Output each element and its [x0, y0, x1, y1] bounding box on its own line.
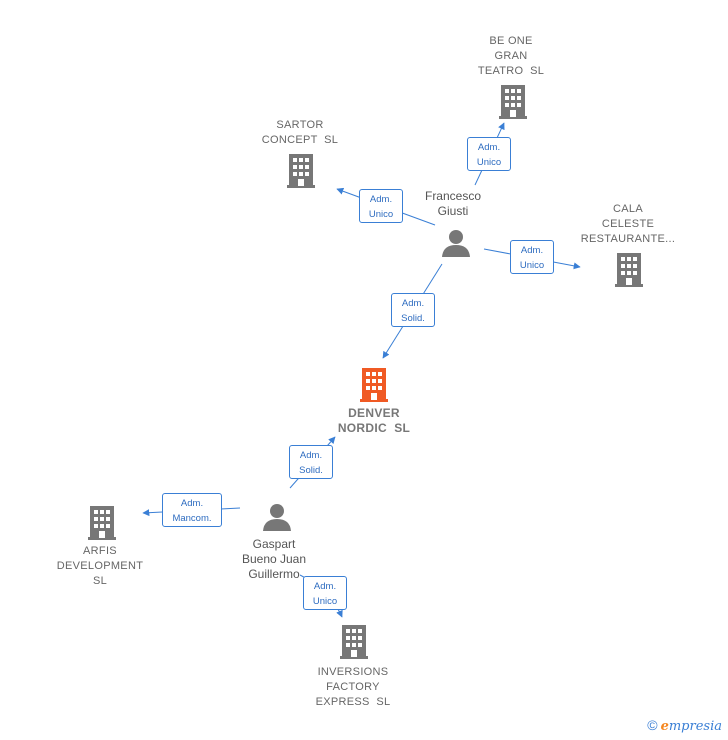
edge-role-line: Adm.: [369, 194, 393, 205]
edge-role-line: Adm.: [401, 298, 425, 309]
brand-watermark: ©empresia: [647, 717, 722, 734]
company-name-line: NORDIC SL: [337, 421, 411, 435]
person-name-line: Giusti: [437, 204, 469, 218]
edge-role-line: Adm.: [313, 581, 337, 592]
brand-logo-text: mpresia: [668, 719, 722, 734]
edge-role-line: Solid.: [401, 313, 425, 324]
edge-role-francesco-cala[interactable]: Adm. Unico: [510, 240, 554, 274]
person-name-line: Francesco: [424, 189, 482, 203]
company-name-line: CONCEPT SL: [261, 134, 339, 146]
edge-role-line: Mancom.: [172, 513, 212, 524]
edge-role-gaspart-arfis[interactable]: Adm. Mancom.: [162, 493, 222, 527]
edge-role-line: Unico: [312, 596, 338, 607]
edge-role-francesco-denver[interactable]: Adm. Solid.: [391, 293, 435, 327]
brand-logo-e: e: [660, 719, 669, 734]
edge-role-line: Adm.: [180, 498, 204, 509]
company-label-cala[interactable]: CALA CELESTE RESTAURANTE...: [568, 202, 688, 247]
company-name-line: SARTOR: [276, 119, 324, 131]
company-name-line: SL: [92, 575, 108, 587]
building-icon-denver[interactable]: [360, 368, 388, 402]
company-name-line: GRAN: [494, 50, 528, 62]
person-label-gaspart[interactable]: Gaspart Bueno Juan Guillermo: [224, 537, 324, 582]
company-name-line: INVERSIONS: [317, 666, 389, 678]
company-label-denver[interactable]: DENVER NORDIC SL: [314, 406, 434, 436]
person-icon-gaspart[interactable]: [262, 502, 292, 532]
company-name-line: TEATRO SL: [477, 65, 545, 77]
edge-role-line: Unico: [519, 260, 545, 271]
person-label-francesco[interactable]: Francesco Giusti: [403, 189, 503, 219]
building-icon-cala[interactable]: [615, 253, 643, 287]
building-icon-beone[interactable]: [499, 85, 527, 119]
company-name-line: CALA: [613, 203, 643, 215]
company-label-beone[interactable]: BE ONE GRAN TEATRO SL: [451, 34, 571, 79]
person-name-line: Guillermo: [248, 567, 300, 581]
person-name-line: Bueno Juan: [241, 552, 307, 566]
edge-role-line: Unico: [476, 157, 502, 168]
company-name-line: RESTAURANTE...: [580, 233, 676, 245]
person-name-line: Gaspart: [252, 537, 296, 551]
building-icon-inversions[interactable]: [340, 625, 368, 659]
edge-role-francesco-sartor[interactable]: Adm. Unico: [359, 189, 403, 223]
company-name-line: DENVER: [348, 406, 400, 420]
company-name-line: CELESTE: [601, 218, 655, 230]
company-label-arfis[interactable]: ARFIS DEVELOPMENT SL: [40, 544, 160, 589]
edge-role-francesco-beone[interactable]: Adm. Unico: [467, 137, 511, 171]
building-icon-arfis[interactable]: [88, 506, 116, 540]
edge-role-line: Adm.: [299, 450, 323, 461]
person-icon-francesco[interactable]: [441, 228, 471, 258]
edge-role-line: Adm.: [520, 245, 544, 256]
company-name-line: BE ONE: [489, 35, 533, 47]
company-name-line: EXPRESS SL: [315, 696, 391, 708]
edge-role-line: Adm.: [477, 142, 501, 153]
company-name-line: ARFIS: [83, 545, 117, 557]
company-label-sartor[interactable]: SARTOR CONCEPT SL: [240, 118, 360, 148]
company-name-line: FACTORY: [326, 681, 380, 693]
edge-role-line: Unico: [368, 209, 394, 220]
edge-role-gaspart-inversions[interactable]: Adm. Unico: [303, 576, 347, 610]
copyright-icon: ©: [647, 717, 658, 733]
company-label-inversions[interactable]: INVERSIONS FACTORY EXPRESS SL: [293, 665, 413, 710]
edge-role-gaspart-denver[interactable]: Adm. Solid.: [289, 445, 333, 479]
building-icon-sartor[interactable]: [287, 154, 315, 188]
edge-role-line: Solid.: [299, 465, 323, 476]
company-name-line: DEVELOPMENT: [56, 560, 144, 572]
